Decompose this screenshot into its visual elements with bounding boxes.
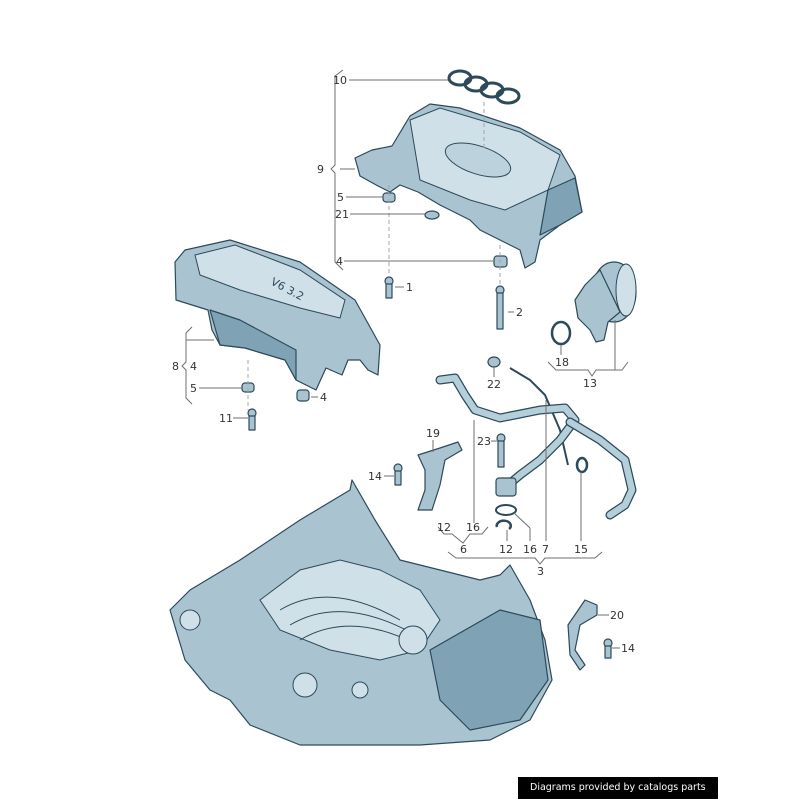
callout-15: 15 bbox=[574, 543, 588, 556]
callout-6: 6 bbox=[460, 543, 467, 556]
ball-stud-2[interactable] bbox=[495, 285, 505, 330]
callout-20: 20 bbox=[610, 609, 624, 622]
callout-3: 3 bbox=[537, 565, 544, 578]
callout-7: 7 bbox=[542, 543, 549, 556]
ball-stud-1[interactable] bbox=[384, 276, 394, 299]
callout-23: 23 bbox=[477, 435, 491, 448]
callout-4-in-8: 4 bbox=[190, 360, 197, 373]
callout-1: 1 bbox=[406, 281, 413, 294]
callout-5-upper: 5 bbox=[337, 191, 344, 204]
breather-hose-assembly[interactable] bbox=[435, 373, 637, 520]
callout-14-left: 14 bbox=[368, 470, 382, 483]
ball-stud-11[interactable] bbox=[247, 408, 257, 431]
callout-14-right: 14 bbox=[621, 642, 635, 655]
callout-4-lower: 4 bbox=[320, 391, 327, 404]
callout-4-upper: 4 bbox=[336, 255, 343, 268]
grommet-21[interactable] bbox=[424, 210, 440, 220]
clip-12[interactable] bbox=[495, 519, 512, 530]
callout-12: 12 bbox=[499, 543, 513, 556]
bracket-20[interactable] bbox=[567, 599, 598, 671]
o-ring-16[interactable] bbox=[495, 504, 517, 516]
callout-16-in-6: 16 bbox=[466, 521, 480, 534]
pressure-regulating-valve[interactable] bbox=[574, 261, 637, 343]
callout-21: 21 bbox=[335, 208, 349, 221]
callout-18: 18 bbox=[555, 356, 569, 369]
bracket-19[interactable] bbox=[417, 441, 463, 511]
callout-13: 13 bbox=[583, 377, 597, 390]
diagram-credit-badge: Diagrams provided by catalogs parts bbox=[518, 777, 718, 799]
bolt-14-left[interactable] bbox=[393, 463, 403, 486]
audi-rings-emblem[interactable] bbox=[447, 69, 521, 105]
lower-engine-cover[interactable]: V6 3.2 bbox=[174, 239, 381, 391]
clip-22[interactable] bbox=[487, 356, 501, 368]
callout-2: 2 bbox=[516, 306, 523, 319]
bolt-23[interactable] bbox=[496, 433, 506, 468]
callout-9: 9 bbox=[317, 163, 324, 176]
upper-engine-cover[interactable] bbox=[354, 103, 583, 269]
callout-16: 16 bbox=[523, 543, 537, 556]
callout-8: 8 bbox=[172, 360, 179, 373]
callout-19: 19 bbox=[426, 427, 440, 440]
callout-11: 11 bbox=[219, 412, 233, 425]
o-ring-18[interactable] bbox=[550, 320, 572, 346]
hose-clamp-15[interactable] bbox=[575, 456, 589, 474]
callout-12-in-6: 12 bbox=[437, 521, 451, 534]
callout-22: 22 bbox=[487, 378, 501, 391]
callout-10: 10 bbox=[333, 74, 347, 87]
callout-labels: 10 9 5 21 4 1 2 8 4 5 4 11 18 13 22 19 2… bbox=[172, 74, 635, 655]
leader-lines bbox=[181, 69, 629, 649]
engine-block bbox=[169, 479, 553, 746]
grommet-4-lower[interactable] bbox=[296, 389, 310, 402]
callout-5-lower: 5 bbox=[190, 382, 197, 395]
bolt-14-right[interactable] bbox=[603, 638, 613, 659]
